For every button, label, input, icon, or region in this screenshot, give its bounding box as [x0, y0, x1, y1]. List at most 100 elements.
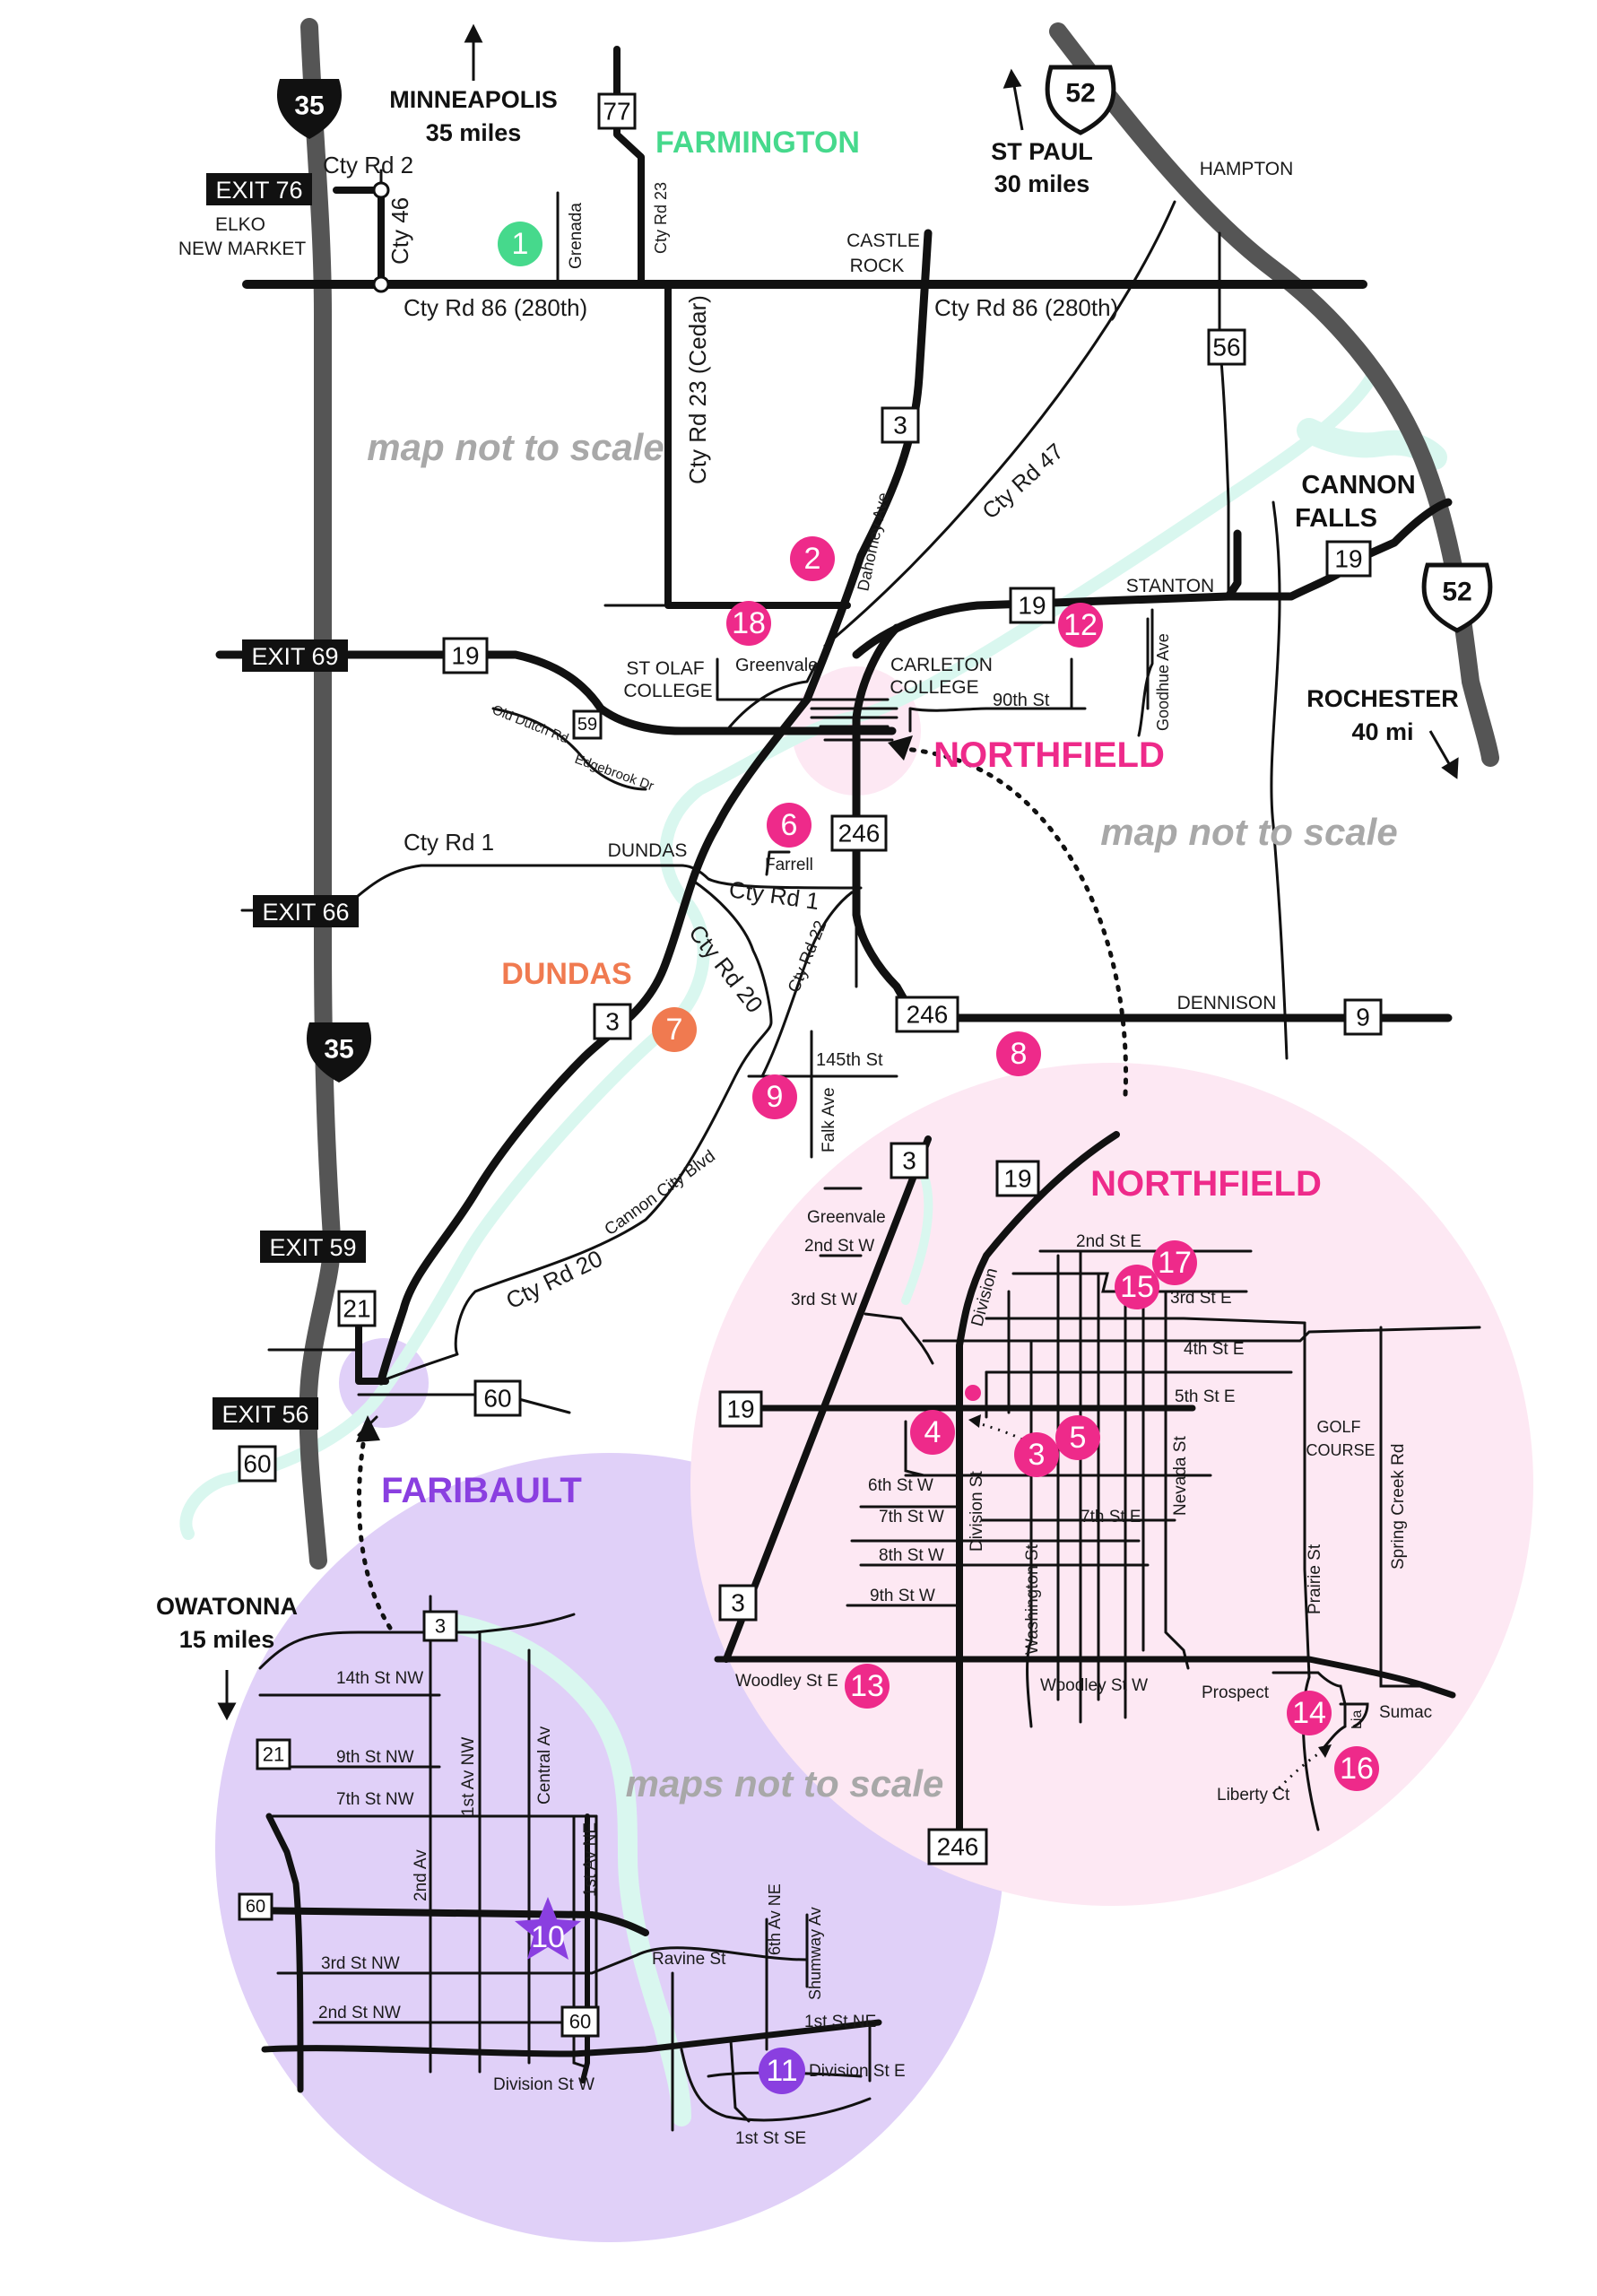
svg-text:3rd St W: 3rd St W	[791, 1291, 857, 1309]
svg-text:Nevada St: Nevada St	[1171, 1436, 1190, 1516]
svg-text:60: 60	[483, 1385, 511, 1413]
svg-text:6: 6	[781, 808, 798, 842]
svg-text:Prairie St: Prairie St	[1306, 1544, 1324, 1614]
road-labels-northfield: Greenvale 2nd St W 3rd St W Division 2nd…	[735, 1208, 1432, 1805]
marker-17[interactable]: 17	[1152, 1240, 1197, 1285]
svg-text:9th St W: 9th St W	[870, 1587, 935, 1605]
svg-text:Cty 46: Cty 46	[386, 197, 413, 265]
svg-text:Division St E: Division St E	[809, 2062, 906, 2081]
marker-16[interactable]: 16	[1334, 1746, 1379, 1791]
svg-text:3: 3	[1029, 1438, 1046, 1472]
us52-top-label: 52	[1065, 79, 1095, 109]
svg-text:14th St NW: 14th St NW	[336, 1669, 423, 1688]
svg-text:3: 3	[435, 1615, 446, 1638]
svg-text:map not to scale: map not to scale	[1100, 811, 1397, 853]
svg-text:Dahomey Ave: Dahomey Ave	[854, 491, 892, 592]
svg-text:Woodley St W: Woodley St W	[1040, 1676, 1148, 1695]
svg-text:10: 10	[531, 1920, 565, 1954]
svg-text:Cty Rd 1: Cty Rd 1	[727, 875, 820, 915]
junction-dot-1	[372, 181, 390, 199]
svg-text:Liberty Ct: Liberty Ct	[1217, 1786, 1290, 1805]
svg-text:COURSE: COURSE	[1306, 1441, 1375, 1459]
svg-text:Falk Ave: Falk Ave	[820, 1087, 838, 1152]
marker-12[interactable]: 12	[1058, 603, 1103, 648]
svg-text:Old Dutch Rd: Old Dutch Rd	[490, 702, 571, 746]
town-labels: FARMINGTON NORTHFIELD NORTHFIELD DUNDAS …	[178, 126, 1416, 1510]
svg-text:Spring Creek Rd: Spring Creek Rd	[1389, 1444, 1408, 1570]
exit-69: EXIT 69	[242, 639, 348, 672]
svg-text:Goodhue Ave: Goodhue Ave	[1154, 633, 1172, 731]
small-pink-dot	[965, 1385, 981, 1401]
svg-text:40 mi: 40 mi	[1351, 718, 1413, 745]
marker-6[interactable]: 6	[767, 803, 812, 848]
svg-text:MINNEAPOLIS: MINNEAPOLIS	[389, 86, 558, 113]
svg-text:12: 12	[1063, 608, 1098, 642]
us-52-shield-mid: 52	[1421, 562, 1493, 633]
nf-small-arrowhead	[968, 1414, 981, 1428]
svg-text:EXIT 56: EXIT 56	[221, 1401, 308, 1428]
marker-10[interactable]: 10	[515, 1897, 581, 1960]
i35-mid-label: 35	[324, 1035, 353, 1065]
svg-text:CARLETON: CARLETON	[890, 655, 993, 675]
faribault-inset-pointer	[356, 1441, 393, 1631]
svg-text:Lia: Lia	[1350, 1710, 1365, 1729]
svg-text:DENNISON: DENNISON	[1177, 993, 1277, 1013]
marker-4[interactable]: 4	[910, 1410, 955, 1455]
marker-5[interactable]: 5	[1055, 1415, 1100, 1460]
svg-text:3rd St NW: 3rd St NW	[321, 1954, 400, 1973]
svg-text:Greenvale: Greenvale	[735, 656, 818, 675]
svg-text:60: 60	[246, 1897, 265, 1917]
svg-text:1st Av NE: 1st Av NE	[581, 1822, 600, 1897]
svg-text:59: 59	[577, 715, 597, 735]
svg-text:90th St: 90th St	[993, 691, 1050, 710]
route-box-labels: 77 56 3 19 19 19 59 246 246 9 3 21 60 60…	[243, 98, 1369, 2033]
svg-text:Cty Rd 23 (Cedar): Cty Rd 23 (Cedar)	[684, 295, 711, 484]
svg-text:9th St NW: 9th St NW	[336, 1748, 414, 1767]
svg-text:4th St E: 4th St E	[1184, 1340, 1245, 1359]
northfield-inset-pointer	[903, 746, 1128, 1097]
faribault-inset-arrowhead	[356, 1415, 380, 1442]
marker-8[interactable]: 8	[996, 1031, 1041, 1076]
interstate-35-shield-top: 35	[276, 79, 343, 139]
us-52-shield-top: 52	[1045, 65, 1116, 135]
marker-15[interactable]: 15	[1115, 1265, 1159, 1309]
svg-text:1: 1	[512, 227, 529, 261]
svg-text:Washington St: Washington St	[1023, 1544, 1042, 1655]
northfield-inset-title: NORTHFIELD	[1090, 1164, 1322, 1204]
liberty-arrowhead	[1318, 1744, 1332, 1758]
marker-9[interactable]: 9	[752, 1074, 797, 1119]
marker-18[interactable]: 18	[726, 601, 771, 646]
svg-text:6th St W: 6th St W	[868, 1476, 933, 1495]
marker-7[interactable]: 7	[652, 1007, 697, 1052]
svg-text:3rd St E: 3rd St E	[1170, 1289, 1232, 1308]
svg-text:2: 2	[804, 542, 821, 576]
svg-text:NEW MARKET: NEW MARKET	[178, 239, 307, 259]
svg-text:ROCHESTER: ROCHESTER	[1306, 685, 1459, 712]
svg-text:Division St: Division St	[968, 1471, 986, 1552]
svg-text:CASTLE: CASTLE	[846, 230, 920, 251]
svg-text:Woodley St E: Woodley St E	[735, 1672, 838, 1691]
svg-text:3: 3	[893, 412, 907, 439]
marker-1[interactable]: 1	[498, 222, 542, 266]
svg-text:9: 9	[767, 1080, 784, 1114]
svg-text:19: 19	[1003, 1165, 1031, 1193]
exit-56: EXIT 56	[213, 1397, 318, 1430]
svg-text:56: 56	[1212, 334, 1240, 361]
svg-text:3: 3	[731, 1589, 745, 1617]
marker-2[interactable]: 2	[790, 536, 835, 581]
marker-11[interactable]: 11	[759, 2048, 805, 2094]
marker-14[interactable]: 14	[1287, 1691, 1332, 1735]
svg-text:EXIT 66: EXIT 66	[262, 899, 349, 926]
main-roads	[215, 46, 1453, 1437]
svg-text:Grenada: Grenada	[567, 203, 586, 269]
us52-mid-label: 52	[1442, 578, 1471, 607]
marker-3[interactable]: 3	[1014, 1432, 1059, 1477]
svg-text:HAMPTON: HAMPTON	[1200, 159, 1294, 179]
marker-13[interactable]: 13	[845, 1664, 890, 1709]
svg-text:3: 3	[605, 1008, 620, 1036]
svg-text:60: 60	[243, 1450, 271, 1478]
svg-text:1st St SE: 1st St SE	[735, 2129, 806, 2148]
svg-text:7th St NW: 7th St NW	[336, 1790, 414, 1809]
